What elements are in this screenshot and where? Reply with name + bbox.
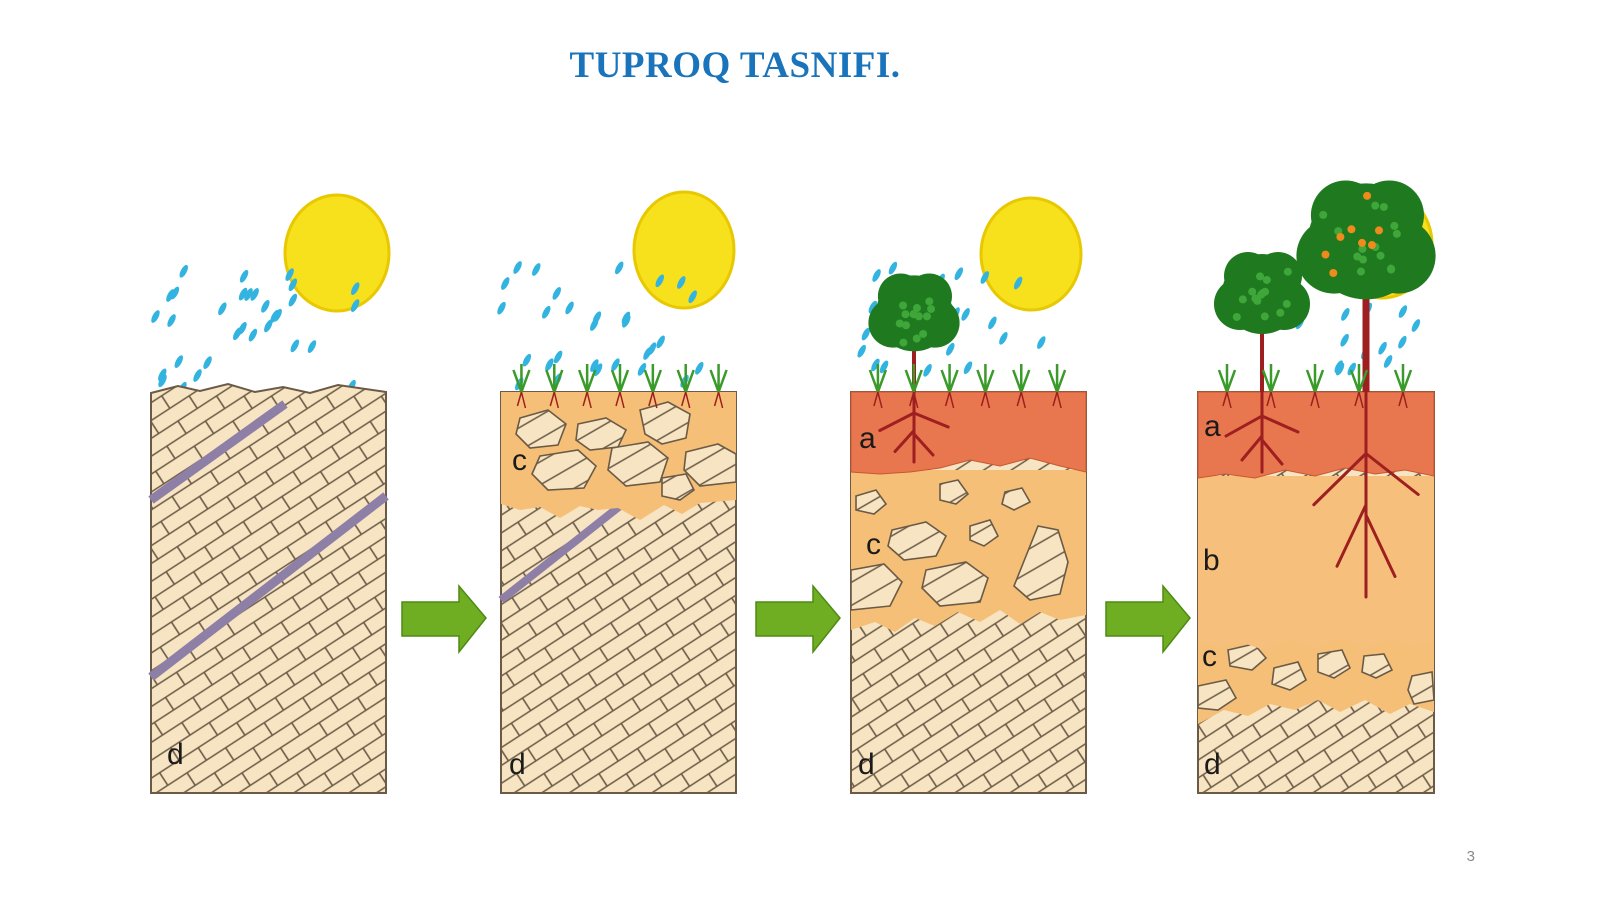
weathered-rock-layer [1197, 630, 1435, 724]
arrow-icon [1105, 583, 1191, 655]
arrow-icon [755, 583, 841, 655]
page-number: 3 [1466, 848, 1475, 865]
layer-label-c: c [512, 444, 527, 477]
rain-icon [151, 264, 360, 395]
layer-label-d: d [858, 748, 875, 781]
topsoil-layer [1197, 391, 1435, 479]
grass-icon [1217, 364, 1413, 409]
grass-icon [868, 364, 1067, 409]
topsoil-layer [850, 391, 1087, 475]
layer-label-d: d [1204, 748, 1221, 781]
layer-label-c: c [866, 528, 881, 561]
stage-2-weathering: c d [497, 190, 737, 794]
layer-label-c: c [1202, 640, 1217, 673]
shrub-icon [868, 273, 960, 464]
tree-icon [1214, 252, 1310, 474]
sun-icon [979, 196, 1083, 312]
page-title: TUPROQ TASNIFI. [569, 45, 901, 86]
layer-label-d: d [167, 738, 184, 771]
layer-label-a: a [859, 422, 876, 455]
weathered-rock-layer [850, 470, 1086, 632]
layer-label-a: a [1204, 410, 1221, 443]
weathered-rock-layer [501, 392, 737, 520]
arrow-icon [401, 583, 487, 655]
sun-icon [632, 190, 736, 310]
subsoil-layer [1198, 476, 1434, 650]
bedrock-layer [148, 382, 389, 794]
sun-icon [283, 193, 391, 313]
grass-icon [512, 364, 728, 409]
stage-4-mature-soil: a b c d [1197, 180, 1436, 794]
orange-tree-icon [1296, 180, 1436, 599]
layer-label-d: d [509, 748, 526, 781]
stage-3-young-soil: a c d [850, 196, 1087, 794]
layer-label-b: b [1203, 544, 1220, 577]
stage-1-bedrock: d [148, 193, 391, 794]
